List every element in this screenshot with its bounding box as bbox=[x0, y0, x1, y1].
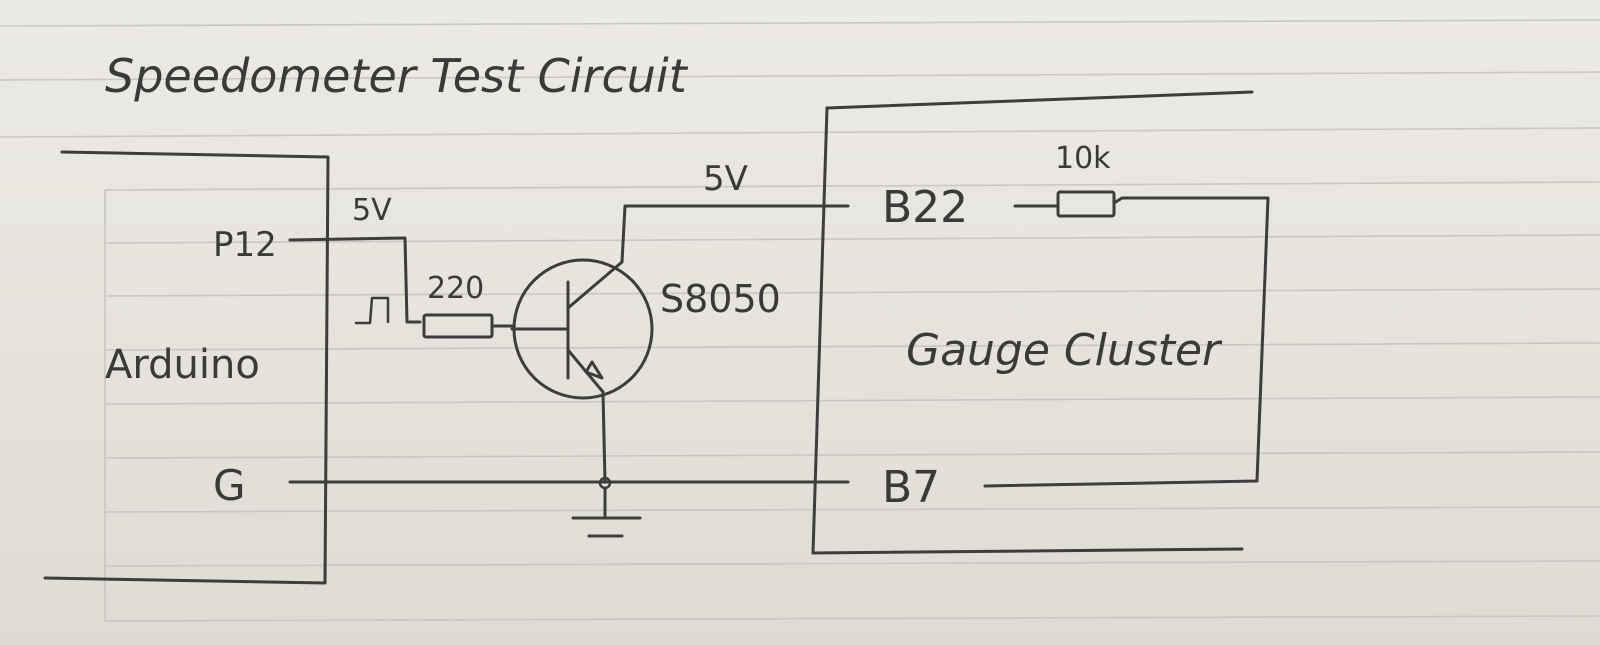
rule-lines bbox=[0, 19, 1600, 622]
supply-voltage-label: 5V bbox=[703, 159, 748, 199]
signal-wire bbox=[288, 236, 422, 325]
base-resistor bbox=[422, 313, 514, 339]
pin-b22-label: B22 bbox=[882, 182, 968, 233]
diagram-title: Speedometer Test Circuit bbox=[105, 49, 689, 103]
signal-voltage-label: 5V bbox=[352, 193, 392, 228]
ground-wire bbox=[288, 476, 850, 538]
transistor-part-label: S8050 bbox=[660, 277, 781, 321]
pin-b7-label: B7 bbox=[882, 462, 940, 513]
arduino-label: Arduino bbox=[105, 342, 260, 388]
base-resistor-value: 220 bbox=[427, 271, 484, 306]
arduino-block bbox=[43, 150, 330, 585]
transistor-s8050 bbox=[510, 204, 850, 484]
gauge-cluster-block bbox=[811, 90, 1254, 555]
pin-p12-label: P12 bbox=[213, 225, 277, 265]
pullup-resistor bbox=[983, 190, 1270, 488]
pullup-resistor-value: 10k bbox=[1055, 141, 1111, 176]
gauge-cluster-label: Gauge Cluster bbox=[906, 325, 1223, 376]
pin-g-label: G bbox=[213, 461, 246, 510]
